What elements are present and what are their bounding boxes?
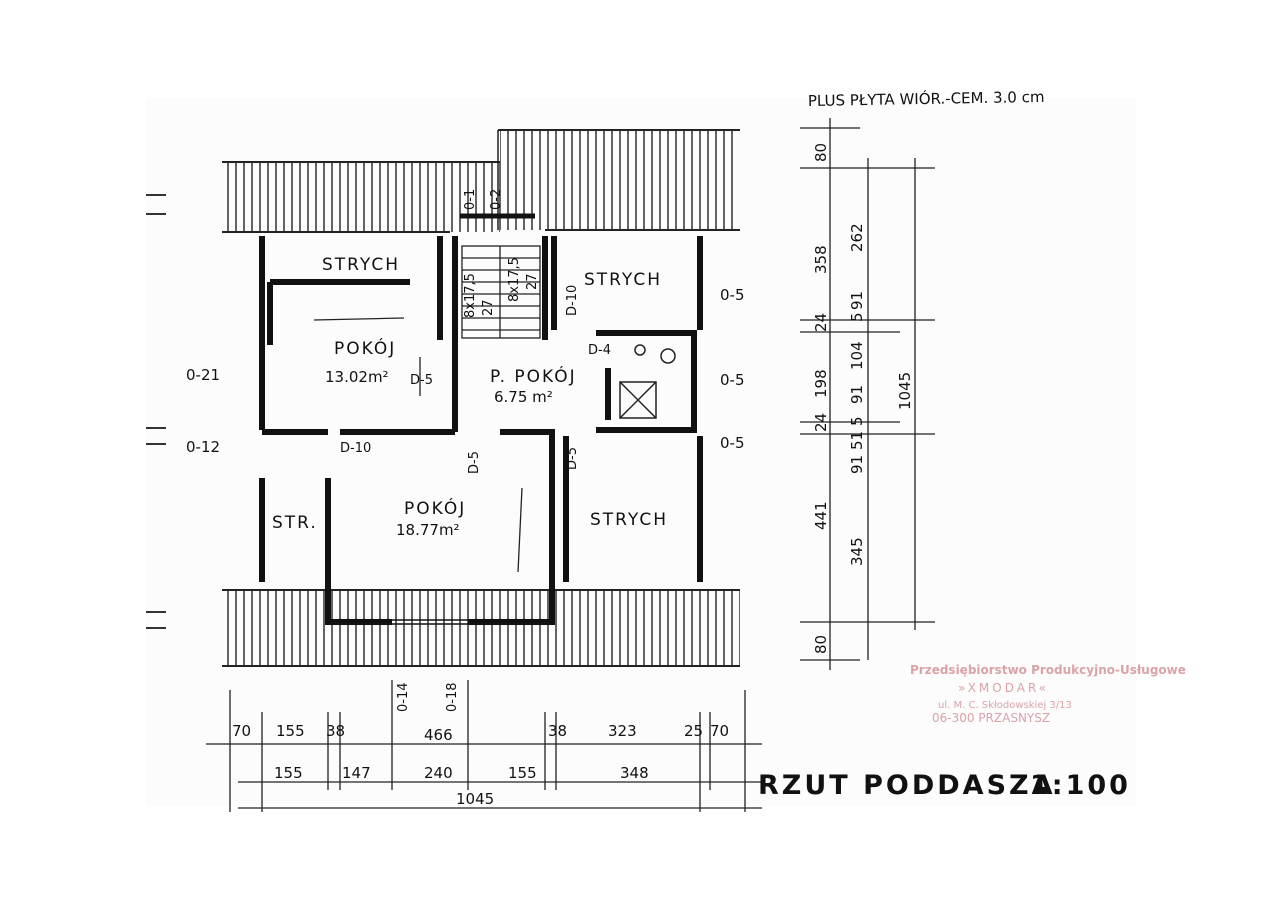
company-stamp: Przedsiębiorstwo Produkcyjno-Usługowe »X… xyxy=(910,663,1186,725)
dim-right-total: 1045 xyxy=(896,372,914,410)
dim-bottom-total: 1045 xyxy=(456,790,494,808)
dim-right-outer-4: 24 xyxy=(812,413,830,432)
dim-right-inner-1: 5 xyxy=(848,312,866,322)
code-d5a: D-5 xyxy=(410,373,433,388)
dim-right-inner-7: 51 xyxy=(848,431,866,450)
dim-bottom-1-2: 38 xyxy=(326,722,345,740)
roof-hatch-top-left xyxy=(222,162,500,232)
room-label-strych-top-right: STRYCH xyxy=(584,270,662,290)
dim-right-outer-3: 198 xyxy=(812,369,830,398)
dim-right-outer-1: 358 xyxy=(812,245,830,274)
dim-right-inner-6: 91 xyxy=(848,455,866,474)
top-note: PLUS PŁYTA WIÓR.-CEM. 3.0 cm xyxy=(808,87,1045,110)
code-d5c: D-5 xyxy=(565,447,580,470)
dim-right-outer-6: 80 xyxy=(812,635,830,654)
code-o18: 0-18 xyxy=(445,682,460,712)
stairs xyxy=(461,245,541,339)
code-o5c: 0-5 xyxy=(720,434,745,452)
dim-bottom-1-1: 155 xyxy=(276,722,305,740)
room-area-pokoj-1: 13.02m² xyxy=(325,368,389,386)
code-o12: 0-12 xyxy=(186,438,220,456)
dim-bottom-1-4: 38 xyxy=(548,722,567,740)
dim-bottom-1-6: 25 xyxy=(684,722,703,740)
margin-marks xyxy=(146,194,166,629)
stair-note-d: 27 xyxy=(525,273,540,290)
code-o5b: 0-5 xyxy=(720,371,745,389)
dim-bottom-2-4: 348 xyxy=(620,764,649,782)
dim-right-inner-4: 91 xyxy=(848,385,866,404)
dim-bottom-2-2: 240 xyxy=(424,764,453,782)
stair-note-c: 8x17,5 xyxy=(507,257,522,302)
dim-bottom-1-7: 70 xyxy=(710,722,729,740)
code-o21: 0-21 xyxy=(186,366,220,384)
svg-text:»XMODAR«: »XMODAR« xyxy=(958,681,1049,695)
svg-text:Przedsiębiorstwo Produkcyjno-U: Przedsiębiorstwo Produkcyjno-Usługowe xyxy=(910,663,1186,677)
dim-right-outer-2: 24 xyxy=(812,313,830,332)
dim-bottom-2-1: 147 xyxy=(342,764,371,782)
code-d5b: D-5 xyxy=(467,451,482,474)
direction-arrows xyxy=(313,317,523,573)
code-o14: 0-14 xyxy=(396,682,411,712)
room-label-strych-bottom-right: STRYCH xyxy=(590,510,668,530)
dimension-lines-right xyxy=(800,118,935,670)
room-area-pokoj-2: 18.77m² xyxy=(396,521,460,539)
dimension-lines-bottom xyxy=(206,680,762,812)
code-o2: 0-2 xyxy=(489,189,504,210)
dim-right-inner-8: 345 xyxy=(848,537,866,566)
dim-right-inner-3: 104 xyxy=(848,341,866,370)
code-o5a: 0-5 xyxy=(720,286,745,304)
room-label-pokoj-1: POKÓJ xyxy=(334,337,396,359)
dim-right-inner-0: 262 xyxy=(848,223,866,252)
code-d10b: D-10 xyxy=(565,285,580,316)
dim-right-outer-5: 441 xyxy=(812,501,830,530)
drawing-scale: 1:100 xyxy=(1030,770,1131,801)
stair-note-a: 8x17,5 xyxy=(463,273,478,318)
dim-bottom-2-0: 155 xyxy=(274,764,303,782)
roof-hatch-top-right xyxy=(500,130,738,230)
code-o1: 0-1 xyxy=(463,189,478,210)
code-d4: D-4 xyxy=(588,343,611,358)
room-label-str: STR. xyxy=(272,513,318,533)
room-label-p-pokoj: P. POKÓJ xyxy=(490,365,577,387)
dim-bottom-1-3: 466 xyxy=(424,726,453,744)
drawing-title: RZUT PODDASZA xyxy=(758,770,1056,801)
dim-right-inner-2: 91 xyxy=(848,291,866,310)
room-label-pokoj-2: POKÓJ xyxy=(404,497,466,519)
dim-right-outer-0: 80 xyxy=(812,143,830,162)
dim-bottom-2-3: 155 xyxy=(508,764,537,782)
roof-hatch-bottom xyxy=(226,590,740,666)
svg-text:06-300 PRZASNYSZ: 06-300 PRZASNYSZ xyxy=(932,711,1050,725)
stair-note-b: 27 xyxy=(481,299,496,316)
walls xyxy=(259,236,703,625)
code-d10a: D-10 xyxy=(340,441,371,456)
dim-bottom-1-0: 70 xyxy=(232,722,251,740)
dim-bottom-1-5: 323 xyxy=(608,722,637,740)
dim-right-inner-5: 5 xyxy=(848,416,866,426)
svg-text:ul. M. C. Skłodowskiej 3/13: ul. M. C. Skłodowskiej 3/13 xyxy=(938,700,1072,711)
room-label-strych-top-left: STRYCH xyxy=(322,255,400,275)
bathroom-fixtures xyxy=(619,344,676,419)
room-area-p-pokoj: 6.75 m² xyxy=(494,388,553,406)
